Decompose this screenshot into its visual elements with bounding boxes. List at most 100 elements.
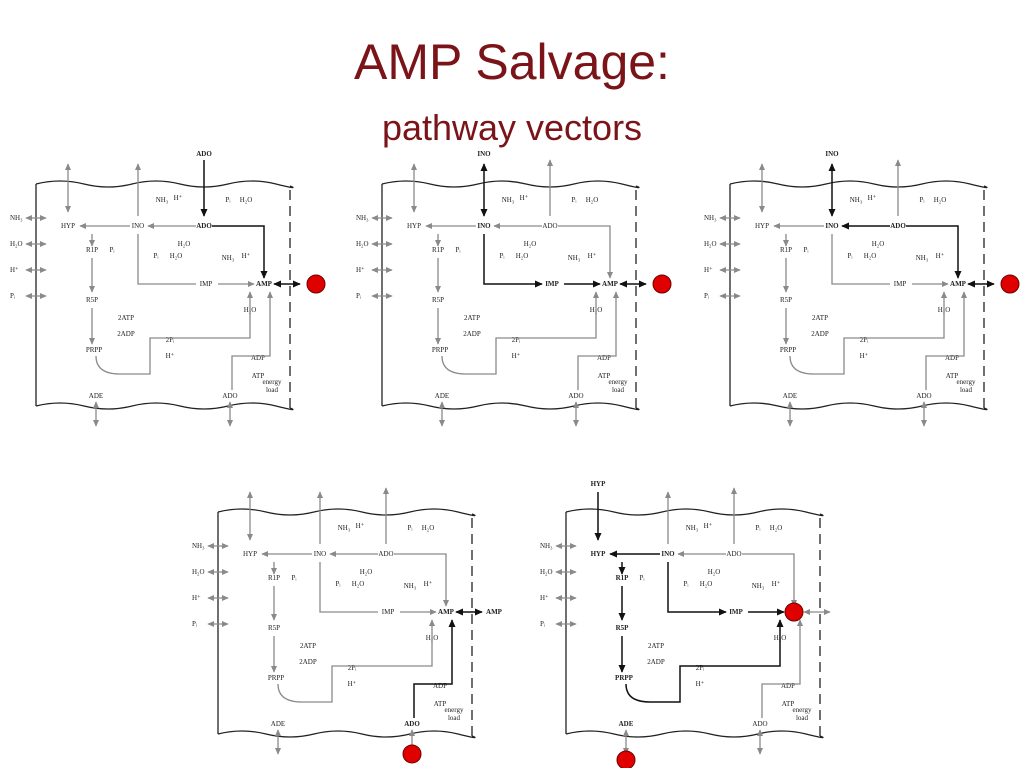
amp-hplus-label: H⁺ [772, 580, 781, 588]
ino-imp-link [831, 234, 890, 285]
two-adp-label: 2ADP [647, 658, 665, 666]
r1p-label: R1P [616, 574, 630, 582]
ino-imp-link [319, 562, 378, 613]
ado-pi-label: Pᵢ [407, 524, 413, 532]
external-hplus-label: H⁺ [192, 594, 201, 602]
pi-label: Pᵢ [639, 574, 645, 582]
ado-to-amp-arrow [394, 553, 450, 607]
ino-label: INO [661, 550, 675, 558]
external-h2o-label: H₂O [704, 240, 717, 248]
pi-label: Pᵢ [803, 246, 809, 254]
adp-label: ADP [597, 354, 611, 362]
ado-h2o-top-label: H₂O [422, 524, 435, 532]
external-pi-label: Pᵢ [10, 292, 16, 300]
marker-dot [1000, 274, 1020, 294]
imp-label: IMP [894, 280, 907, 288]
imp-label: IMP [729, 608, 743, 616]
pi-label: Pᵢ [109, 246, 115, 254]
two-pi-label: 2Pᵢ [166, 336, 175, 344]
ino-label: INO [132, 222, 144, 230]
amp-hplus-label: H⁺ [588, 252, 597, 260]
load-label: load [266, 386, 279, 394]
imp-label: IMP [545, 280, 559, 288]
amp-hplus-label: H⁺ [936, 252, 945, 260]
external-pi-label: Pᵢ [192, 620, 198, 628]
amp-nh3-label: NH₃ [916, 254, 929, 262]
ino-nh3-label: NH₃ [686, 524, 699, 532]
amp-hplus-label: H⁺ [424, 580, 433, 588]
energy-label: energy [263, 378, 282, 386]
two-atp-label: 2ATP [118, 314, 134, 322]
ado-to-amp-arrow [906, 225, 962, 279]
ino-imp-link [137, 234, 196, 285]
imp-h2o-label: H₂O [170, 252, 183, 260]
ado-h2o-label: H₂O [178, 240, 191, 248]
membrane-bottom [565, 730, 824, 739]
ino-label: INO [477, 222, 491, 230]
imp-label: IMP [382, 608, 395, 616]
r5p-label: R5P [268, 624, 280, 632]
prpp-hplus-label: H⁺ [348, 680, 357, 688]
two-pi-label: 2Pᵢ [348, 664, 357, 672]
adp-label: ADP [251, 354, 265, 362]
amp-nh3-label: NH₃ [568, 254, 581, 262]
prpp-hplus-label: H⁺ [512, 352, 521, 360]
r1p-label: R1P [86, 246, 98, 254]
ado-bottom-label: ADO [916, 392, 931, 400]
energy-label: energy [793, 706, 812, 714]
r1p-label: R1P [268, 574, 280, 582]
prpp-hplus-label: H⁺ [166, 352, 175, 360]
ado-h2o-top-label: H₂O [934, 196, 947, 204]
ino-nh3-label: NH₃ [338, 524, 351, 532]
pi-label: Pᵢ [291, 574, 297, 582]
imp-pi-label: Pᵢ [153, 252, 159, 260]
ado-h2o-top-label: H₂O [240, 196, 253, 204]
ino-imp-link [667, 562, 727, 616]
energy-label: energy [957, 378, 976, 386]
r5p-label: R5P [780, 296, 792, 304]
prpp-ade-amp-arrow [95, 291, 254, 375]
ado-to-amp-arrow [558, 225, 614, 279]
load-label: load [960, 386, 973, 394]
ade-label: ADE [619, 720, 634, 728]
amp-nh3-label: NH₃ [222, 254, 235, 262]
ino-hplus-label: H⁺ [174, 194, 183, 202]
prpp-label: PRPP [86, 346, 102, 354]
ade-label: ADE [271, 720, 285, 728]
ado-h2o-label: H₂O [360, 568, 373, 576]
pathway-panel-5: NH₃H₂OH⁺PᵢHYPINOADOR1PPᵢIMPAMPR5PPRPPADE… [530, 478, 831, 768]
marker-dot [402, 744, 422, 764]
imp-h2o-label: H₂O [516, 252, 529, 260]
membrane-bottom [217, 730, 476, 739]
ino-hplus-label: H⁺ [868, 194, 877, 202]
prpp-ade-amp-arrow [277, 619, 436, 703]
atp-label: ATP [598, 372, 611, 380]
membrane-bottom [381, 402, 640, 411]
marker-dot-ade [616, 750, 636, 768]
ado-bottom-label: ADO [222, 392, 237, 400]
two-pi-label: 2Pᵢ [860, 336, 869, 344]
ado-to-amp-arrow [742, 553, 798, 607]
amp-label: AMP [950, 280, 967, 288]
imp-pi-label: Pᵢ [335, 580, 341, 588]
slide-title: AMP Salvage: [354, 34, 670, 90]
external-h2o-label: H₂O [192, 568, 205, 576]
energy-label: energy [609, 378, 628, 386]
two-atp-label: 2ATP [812, 314, 828, 322]
ado-h2o-label: H₂O [708, 568, 721, 576]
ado-to-amp-bottom-arrow [231, 291, 274, 390]
load-label: load [612, 386, 625, 394]
ado-export-label: ADO [196, 150, 212, 158]
external-h2o-label: H₂O [540, 568, 553, 576]
pathway-diagram: NH₃H₂OH⁺PᵢHYPINOADOR1PPᵢIMPAMPR5PPRPPADE… [540, 480, 831, 768]
ado-pi-label: Pᵢ [755, 524, 761, 532]
prpp-hplus-label: H⁺ [696, 680, 705, 688]
ino-hplus-label: H⁺ [704, 522, 713, 530]
membrane-top [381, 180, 640, 189]
external-nh3-label: NH₃ [356, 214, 369, 222]
